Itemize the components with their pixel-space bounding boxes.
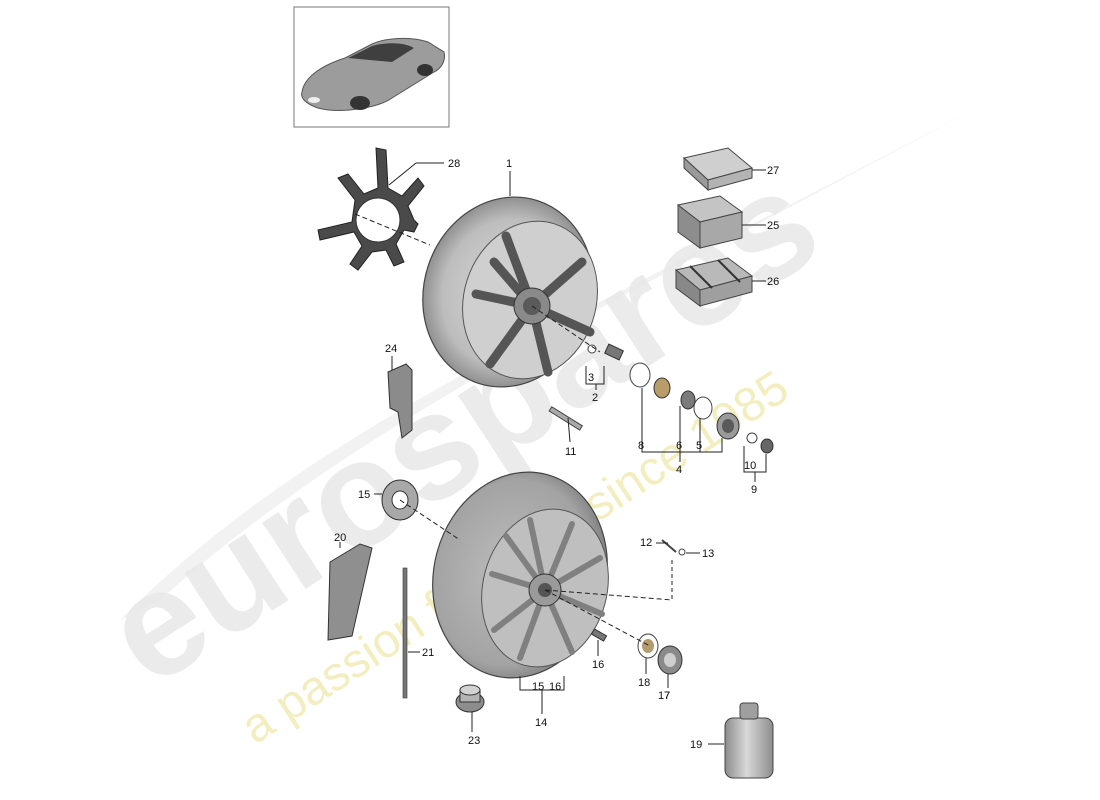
callout-18: 18 (638, 677, 650, 689)
callout-9: 9 (751, 484, 757, 496)
callout-8: 8 (638, 440, 644, 452)
callout-7: 7 (664, 690, 670, 702)
callout-19: 19 (690, 739, 702, 751)
callout-25: 25 (767, 220, 779, 232)
callout-10: 10 (744, 460, 756, 472)
callout-23: 23 (468, 735, 480, 747)
locking-nut-icon (455, 684, 485, 713)
info-card-icon (327, 543, 373, 641)
tyre-sealant-bottle-icon (724, 702, 774, 779)
complete-wheel-icon (432, 471, 609, 679)
callout-15-bottom: 15 (532, 681, 544, 693)
hub-cap-parts-icon (629, 362, 774, 454)
transport-rack-icon (674, 257, 754, 307)
bracket-icon (387, 363, 413, 439)
wheel-cover-mask-icon (317, 147, 425, 271)
callout-26: 26 (767, 276, 779, 288)
callout-3: 3 (588, 372, 594, 384)
callout-16-bottom: 16 (549, 681, 561, 693)
callout-6: 6 (676, 440, 682, 452)
centre-lock-parts-icon (637, 633, 683, 675)
callout-11: 11 (565, 446, 576, 458)
callout-21: 21 (422, 647, 434, 659)
callout-14: 14 (535, 717, 547, 729)
tyre-valve-icon (661, 539, 686, 556)
callout-15-top: 15 (358, 489, 370, 501)
callout-28: 28 (448, 158, 460, 170)
wheel-bolt-icon (590, 628, 608, 642)
callout-12: 12 (640, 537, 652, 549)
packaging-box-icon (676, 195, 744, 249)
callout-1: 1 (506, 158, 512, 170)
callout-16-right: 16 (592, 659, 604, 671)
car-thumbnail (293, 6, 450, 128)
car-thumbnail-icon (301, 37, 445, 111)
callout-17: 17 (658, 690, 670, 702)
callout-20: 20 (334, 532, 346, 544)
callout-27: 27 (767, 165, 779, 177)
callout-2: 2 (592, 392, 598, 404)
leader-lines (339, 162, 767, 745)
callout-24: 24 (385, 343, 397, 355)
rod-icon (402, 567, 408, 699)
rim-storage-box-icon (682, 147, 754, 192)
balance-weight-icon (548, 406, 584, 431)
callout-labels: 1 2 3 4 5 6 7 8 9 10 11 12 13 14 15 15 1… (334, 158, 779, 751)
callout-5: 5 (696, 440, 702, 452)
callout-4: 4 (676, 464, 682, 476)
callout-13: 13 (702, 548, 714, 560)
wheel-rim-icon (422, 196, 598, 388)
valve-icon (587, 343, 625, 361)
